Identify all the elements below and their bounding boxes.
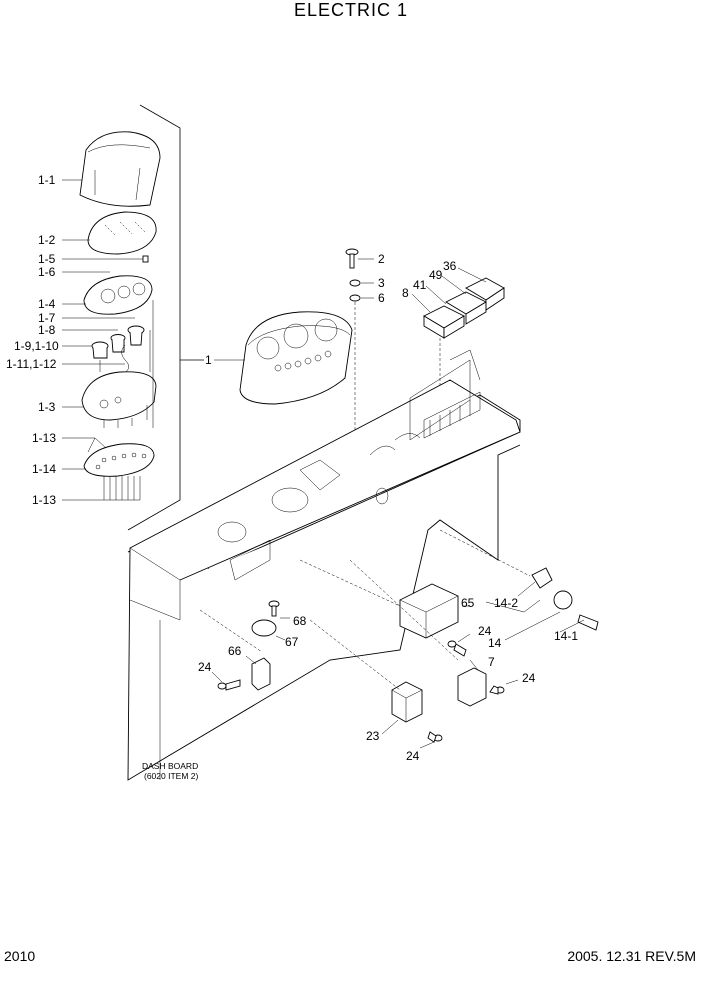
label-67: 67 bbox=[285, 635, 299, 649]
page-title: ELECTRIC 1 bbox=[293, 0, 409, 20]
label-41: 41 bbox=[413, 278, 427, 292]
label-1-6: 1-6 bbox=[38, 265, 56, 279]
part-2-screw bbox=[345, 248, 359, 269]
part-24-bolt-c bbox=[447, 640, 467, 657]
part-24-bolt-d bbox=[427, 731, 443, 743]
part-67-clamp bbox=[251, 619, 277, 637]
part-14-key-switch bbox=[531, 567, 599, 631]
label-65: 65 bbox=[461, 596, 475, 610]
label-24-d: 24 bbox=[406, 749, 420, 763]
label-1-1: 1-1 bbox=[38, 173, 56, 187]
assembly-bracket-lines bbox=[127, 104, 204, 531]
part-66-relay bbox=[251, 657, 271, 691]
label-14: 14 bbox=[488, 636, 502, 650]
label-7: 7 bbox=[488, 655, 495, 669]
dash-board-note-line2: (6020 ITEM 2) bbox=[144, 771, 198, 781]
label-1-13-top: 1-13 bbox=[32, 431, 56, 445]
label-1-14: 1-14 bbox=[32, 462, 56, 476]
label-8: 8 bbox=[402, 286, 409, 300]
footer-revision: 2005. 12.31 REV.5M bbox=[567, 948, 696, 964]
part-23-relay bbox=[391, 681, 423, 723]
label-49: 49 bbox=[429, 268, 443, 282]
part-3-washer bbox=[349, 279, 361, 287]
label-24-a: 24 bbox=[478, 624, 492, 638]
footer-page-number: 2010 bbox=[4, 948, 36, 964]
rocker-switches bbox=[423, 277, 505, 339]
label-23: 23 bbox=[366, 729, 380, 743]
part-1-1-cover bbox=[79, 131, 161, 207]
label-24-b: 24 bbox=[198, 660, 212, 674]
label-14-2: 14-2 bbox=[494, 596, 518, 610]
label-1-3: 1-3 bbox=[38, 400, 56, 414]
label-66: 66 bbox=[228, 644, 242, 658]
label-1-5: 1-5 bbox=[38, 252, 56, 266]
part-7-relay bbox=[457, 667, 487, 707]
label-6: 6 bbox=[378, 291, 385, 305]
part-1-14-circuit-board bbox=[83, 443, 155, 477]
part-68-bolt bbox=[268, 600, 280, 617]
label-14-1: 14-1 bbox=[554, 629, 578, 643]
part-labels: 1-1 1-2 1-5 1-6 1-4 1-7 1-8 1-9,1-10 1-1… bbox=[6, 173, 578, 781]
label-36: 36 bbox=[443, 259, 457, 273]
label-1-13-bottom: 1-13 bbox=[32, 493, 56, 507]
dash-board-note-line1: DASH BOARD bbox=[142, 761, 198, 771]
label-1-8: 1-8 bbox=[38, 323, 56, 337]
part-65-relay bbox=[399, 583, 459, 639]
label-24-c: 24 bbox=[522, 671, 536, 685]
label-1-9-1-10: 1-9,1-10 bbox=[14, 339, 59, 353]
part-1-instrument-cluster bbox=[239, 311, 353, 405]
part-1-2-lens bbox=[87, 211, 157, 255]
part-6-washer bbox=[349, 294, 361, 302]
part-1-3-case bbox=[81, 330, 157, 421]
label-1-7: 1-7 bbox=[38, 311, 56, 325]
label-68: 68 bbox=[293, 614, 307, 628]
part-24-bolt-a bbox=[217, 679, 241, 691]
label-1-11-1-12: 1-11,1-12 bbox=[6, 357, 57, 371]
pcb-pin-lines bbox=[103, 476, 141, 500]
part-24-bolt-b bbox=[489, 685, 505, 695]
label-1-4: 1-4 bbox=[38, 297, 56, 311]
dash-board-panel bbox=[127, 349, 521, 781]
label-2: 2 bbox=[378, 252, 385, 266]
part-1-4-dial-plate bbox=[83, 275, 153, 315]
label-1-2: 1-2 bbox=[38, 233, 56, 247]
label-3: 3 bbox=[378, 276, 385, 290]
label-1: 1 bbox=[205, 353, 212, 367]
